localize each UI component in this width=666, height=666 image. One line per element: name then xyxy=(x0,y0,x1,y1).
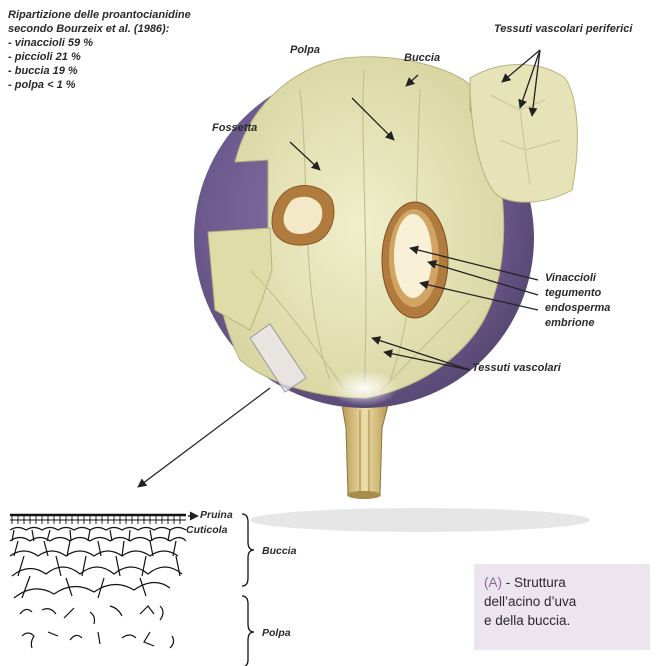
label-fossetta: Fossetta xyxy=(212,122,257,135)
stem-base xyxy=(347,491,381,499)
label-cuticola: Cuticola xyxy=(186,524,227,537)
caption-line3: e della buccia. xyxy=(484,611,640,630)
label-endosperma: endosperma xyxy=(545,302,610,315)
info-item-piccioli: - piccioli 21 % xyxy=(8,50,191,64)
label-buccia: Buccia xyxy=(404,52,440,65)
info-item-vinaccioli: - vinaccioli 59 % xyxy=(8,36,191,50)
label-polpa-detail: Polpa xyxy=(262,627,291,640)
caption-line1: (A) - Struttura xyxy=(484,573,640,592)
label-vinaccioli: Vinaccioli xyxy=(545,272,596,285)
label-embrione: embrione xyxy=(545,317,595,330)
label-tegumento: tegumento xyxy=(545,287,601,300)
seed-endosperm xyxy=(394,214,432,298)
label-polpa: Polpa xyxy=(290,44,320,57)
info-item-polpa: - polpa < 1 % xyxy=(8,78,191,92)
proanthocyanidin-info: Ripartizione delle proantocianidine seco… xyxy=(8,8,191,92)
figure-caption: (A) - Struttura dell’acino d’uva e della… xyxy=(474,564,650,650)
junction-glow xyxy=(330,370,398,406)
label-tessuti-vascolari: Tessuti vascolari xyxy=(472,362,561,375)
skin-cross-section xyxy=(10,515,186,648)
caption-line1-text: - Struttura xyxy=(502,575,566,590)
info-title-line1: Ripartizione delle proantocianidine xyxy=(8,8,191,22)
info-item-buccia: - buccia 19 % xyxy=(8,64,191,78)
ground-shadow xyxy=(250,508,590,532)
stem xyxy=(342,400,388,495)
leader-sample xyxy=(138,388,270,487)
info-title-line2: secondo Bourzeix et al. (1986): xyxy=(8,22,191,36)
label-pruina: Pruina xyxy=(200,509,233,522)
caption-line2: dell’acino d’uva xyxy=(484,592,640,611)
caption-tag: (A) xyxy=(484,575,502,590)
label-tessuti-periferici: Tessuti vascolari periferici xyxy=(494,23,632,36)
label-buccia-detail: Buccia xyxy=(262,545,296,558)
